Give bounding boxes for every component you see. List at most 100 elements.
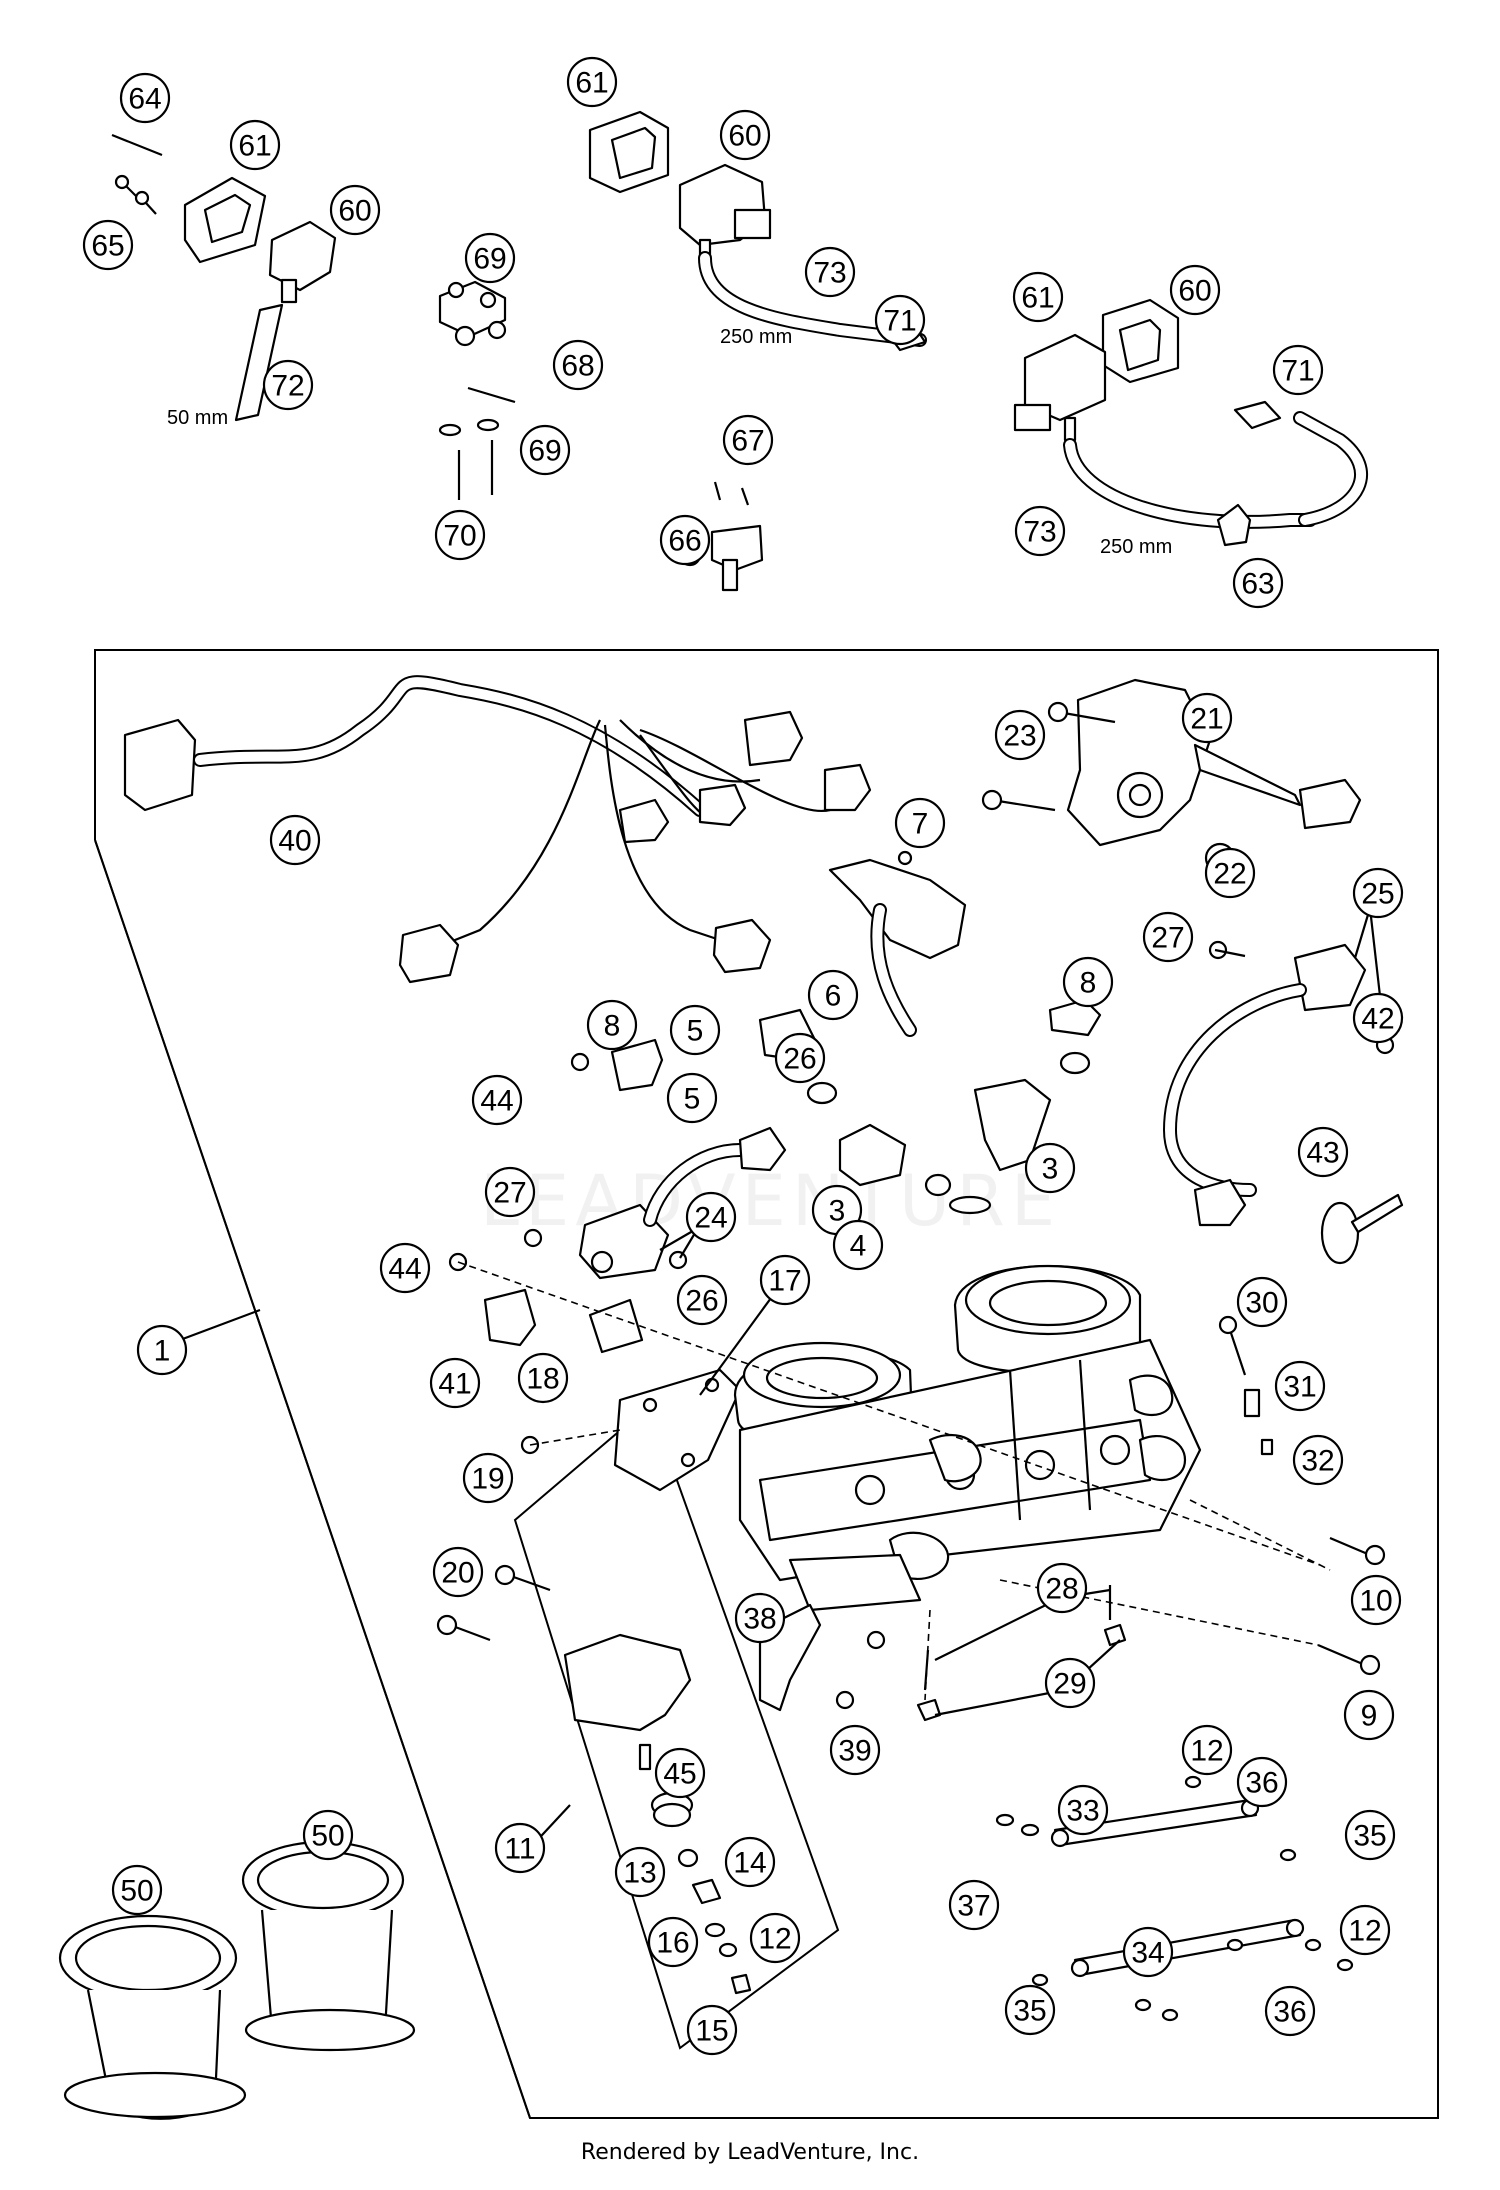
idle-screw-set: [1218, 1315, 1274, 1456]
callout-24: 24: [685, 1191, 737, 1243]
callout-label: 71: [883, 305, 916, 338]
callout-label: 27: [493, 1177, 526, 1210]
hose-length-label-right: 250 mm: [1100, 536, 1172, 558]
callout-8: 8: [1062, 956, 1114, 1008]
sensor-group-right: [1013, 298, 1368, 547]
sensor-group-left: [111, 133, 337, 422]
callout-label: 27: [1151, 922, 1184, 955]
callout-label: 26: [783, 1043, 816, 1076]
callout-label: 28: [1045, 1573, 1078, 1606]
callout-25: 25: [1352, 867, 1404, 919]
callout-40: 40: [269, 814, 321, 866]
callout-label: 11: [504, 1833, 535, 1866]
callout-41: 41: [429, 1357, 481, 1409]
pressure-sensor-kit: [563, 1633, 752, 1995]
callout-label: 73: [813, 257, 846, 290]
callout-label: 5: [684, 1083, 701, 1116]
callout-label: 40: [278, 825, 311, 858]
callout-66: 66: [659, 514, 711, 566]
callout-37: 37: [948, 1879, 1000, 1931]
callout-69: 69: [464, 232, 516, 284]
callout-44: 44: [379, 1242, 431, 1294]
callout-5: 5: [666, 1072, 718, 1124]
callout-label: 4: [850, 1230, 867, 1263]
callout-5: 5: [669, 1004, 721, 1056]
callout-label: 43: [1306, 1137, 1339, 1170]
callout-label: 7: [912, 808, 929, 841]
injector-clip: [828, 850, 967, 1037]
callout-27: 27: [484, 1166, 536, 1218]
callout-label: 8: [1080, 967, 1097, 1000]
callout-50: 50: [302, 1809, 354, 1861]
callout-label: 12: [1190, 1735, 1223, 1768]
callout-label: 25: [1361, 878, 1394, 911]
callout-label: 67: [731, 425, 764, 458]
callout-42: 42: [1352, 992, 1404, 1044]
throttle-body-assembly-frame: [94, 649, 1439, 2119]
callout-7: 7: [894, 797, 946, 849]
callout-label: 60: [338, 195, 371, 228]
callout-label: 20: [441, 1557, 474, 1590]
callout-70: 70: [434, 509, 486, 561]
callout-6: 6: [807, 969, 859, 1021]
callout-23: 23: [994, 709, 1046, 761]
callout-8: 8: [586, 999, 638, 1051]
callout-label: 29: [1053, 1668, 1086, 1701]
callout-22: 22: [1204, 847, 1256, 899]
callout-61: 61: [1012, 271, 1064, 323]
callout-36: 36: [1264, 1985, 1316, 2037]
callout-34: 34: [1122, 1926, 1174, 1978]
callout-label: 69: [473, 243, 506, 276]
callout-label: 21: [1190, 703, 1223, 736]
callout-38: 38: [734, 1592, 786, 1644]
callout-12: 12: [749, 1912, 801, 1964]
callout-label: 45: [663, 1758, 696, 1791]
callout-4: 4: [832, 1219, 884, 1271]
callout-36: 36: [1236, 1756, 1288, 1808]
wiring-harness: [123, 675, 872, 984]
callout-label: 68: [561, 350, 594, 383]
callout-label: 6: [825, 980, 842, 1013]
intake-rubbers: [58, 1840, 416, 2120]
callout-14: 14: [724, 1836, 776, 1888]
callout-39: 39: [829, 1724, 881, 1776]
callout-label: 9: [1361, 1700, 1378, 1733]
callout-label: 14: [733, 1847, 766, 1880]
callout-label: 36: [1273, 1996, 1306, 2029]
callout-label: 32: [1301, 1445, 1334, 1478]
callout-21: 21: [1181, 692, 1233, 744]
callout-label: 71: [1281, 355, 1314, 388]
callout-29: 29: [1044, 1657, 1096, 1709]
callout-label: 66: [668, 525, 701, 558]
callout-12: 12: [1181, 1724, 1233, 1776]
callout-label: 24: [694, 1202, 727, 1235]
callout-label: 33: [1066, 1795, 1099, 1828]
callout-16: 16: [647, 1916, 699, 1968]
callout-label: 61: [1021, 282, 1054, 315]
callout-65: 65: [82, 219, 134, 271]
leader-lines: [179, 907, 1387, 1849]
callout-32: 32: [1292, 1434, 1344, 1486]
callout-15: 15: [686, 2004, 738, 2056]
callout-label: 69: [528, 435, 561, 468]
callout-label: 3: [1042, 1153, 1059, 1186]
callout-label: 12: [1348, 1915, 1381, 1948]
callout-label: 3: [829, 1195, 846, 1228]
callout-label: 72: [271, 370, 304, 403]
callout-27: 27: [1142, 911, 1194, 963]
callout-69: 69: [519, 424, 571, 476]
callout-26: 26: [774, 1032, 826, 1084]
callout-12: 12: [1339, 1904, 1391, 1956]
callout-17: 17: [759, 1254, 811, 1306]
callout-45: 45: [654, 1747, 706, 1799]
callout-71: 71: [874, 294, 926, 346]
cable-clamps: [448, 1038, 664, 1354]
callout-18: 18: [517, 1352, 569, 1404]
callout-label: 60: [728, 120, 761, 153]
callout-label: 19: [471, 1463, 504, 1496]
callout-71: 71: [1272, 344, 1324, 396]
fuel-injectors: [758, 998, 1102, 1215]
callout-label: 35: [1353, 1820, 1386, 1853]
callout-label: 12: [758, 1923, 791, 1956]
